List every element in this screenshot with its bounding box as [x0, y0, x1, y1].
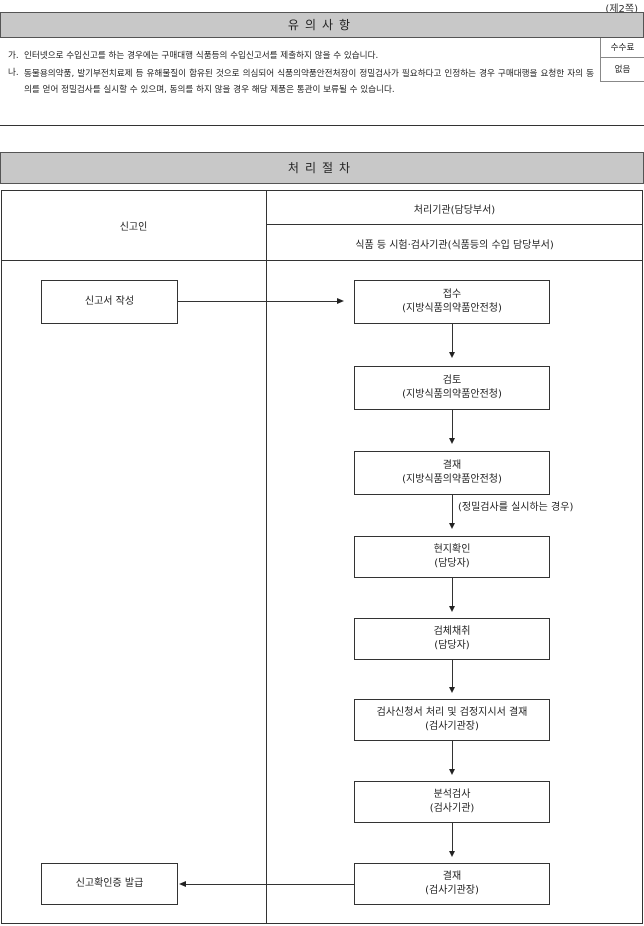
step-name: 결재: [442, 871, 462, 882]
procedure-frame: [1, 190, 643, 924]
connector-vertical: [452, 660, 453, 687]
step-box-approval: 결재 (지방식품의약품안전청): [354, 451, 550, 495]
arrow-down-icon: [449, 769, 455, 775]
arrow-down-icon: [449, 606, 455, 612]
connector-vertical: [452, 324, 453, 352]
step-dept: (지방식품의약품안전청): [402, 303, 502, 314]
notice-title: 유의사항: [287, 18, 357, 32]
connector-vertical: [452, 578, 453, 606]
arrow-down-icon: [449, 438, 455, 444]
arrow-down-icon: [449, 352, 455, 358]
connector-vertical: [452, 495, 453, 523]
fee-label: 수수료: [600, 38, 644, 58]
col-agency-subheader: 식품 등 시험·검사기관(식품등의 수입 담당부서): [355, 240, 554, 251]
step-box-site-check: 현지확인 (담당자): [354, 536, 550, 578]
connector-write-to-receipt: [178, 301, 339, 302]
step-dept: (담당자): [434, 640, 470, 651]
step-name: 검체채취: [433, 626, 471, 637]
step-dept: (담당자): [434, 558, 470, 569]
step-dept: (검사기관장): [425, 885, 479, 896]
notice-title-band: 유의사항: [0, 12, 644, 38]
connector-approval-to-issue: [186, 884, 354, 885]
connector-vertical: [452, 741, 453, 769]
step-name: 현지확인: [433, 544, 471, 555]
notice-item-text: 인터넷으로 수입신고를 하는 경우에는 구매대행 식품등의 수입신고서를 제출하…: [24, 51, 379, 61]
connector-vertical: [452, 410, 453, 438]
column-divider: [266, 190, 267, 924]
applicant-write-label: 신고서 작성: [84, 296, 135, 307]
step-box-receipt: 접수 (지방식품의약품안전청): [354, 280, 550, 324]
connector-vertical: [452, 823, 453, 851]
step-box-sampling: 검체채취 (담당자): [354, 618, 550, 660]
notice-item-b: 나. 동물용의약품, 발기부전치료제 등 유해물질이 함유된 것으로 의심되어 …: [0, 66, 600, 116]
arrow-down-icon: [449, 687, 455, 693]
step-name: 분석검사: [433, 789, 471, 800]
step-name: 검사신청서 처리 및 검정지시서 결재: [376, 707, 528, 718]
arrow-down-icon: [449, 523, 455, 529]
applicant-issue-label: 신고확인증 발급: [75, 878, 144, 889]
notice-item-mark: 가.: [8, 51, 19, 61]
step-box-final-approval: 결재 (검사기관장): [354, 863, 550, 905]
step-name: 검토: [442, 375, 462, 386]
applicant-issue-box: 신고확인증 발급: [41, 863, 178, 905]
arrow-right-icon: [337, 298, 344, 304]
step-box-analysis: 분석검사 (검사기관): [354, 781, 550, 823]
col-applicant-header: 신고인: [119, 222, 148, 233]
step-dept: (지방식품의약품안전청): [402, 389, 502, 400]
col-agency-header: 처리기관(담당부서): [413, 205, 496, 216]
header-divider: [1, 260, 643, 261]
arrow-left-icon: [179, 881, 186, 887]
header-sub-divider: [266, 224, 643, 225]
notice-item-a: 가. 인터넷으로 수입신고를 하는 경우에는 구매대행 식품등의 수입신고서를 …: [0, 49, 600, 64]
step-box-application: 검사신청서 처리 및 검정지시서 결재 (검사기관장): [354, 699, 550, 741]
page-number: (제2쪽): [605, 4, 638, 15]
applicant-write-box: 신고서 작성: [41, 280, 178, 324]
procedure-title-band: 처리절차: [0, 152, 644, 184]
step-dept: (지방식품의약품안전청): [402, 474, 502, 485]
notice-body: 가. 인터넷으로 수입신고를 하는 경우에는 구매대행 식품등의 수입신고서를 …: [0, 38, 644, 126]
arrow-down-icon: [449, 851, 455, 857]
fee-value: 없음: [600, 58, 644, 82]
step-box-review: 검토 (지방식품의약품안전청): [354, 366, 550, 410]
step-name: 결재: [442, 460, 462, 471]
step-name: 접수: [442, 289, 462, 300]
notice-item-mark: 나.: [8, 68, 19, 78]
notice-item-text: 동물용의약품, 발기부전치료제 등 유해물질이 함유된 것으로 의심되어 식품의…: [24, 69, 594, 95]
procedure-title: 처리절차: [287, 161, 357, 175]
step-dept: (검사기관장): [425, 721, 479, 732]
step-dept: (검사기관): [429, 803, 475, 814]
condition-label: (정밀검사를 실시하는 경우): [458, 502, 574, 513]
